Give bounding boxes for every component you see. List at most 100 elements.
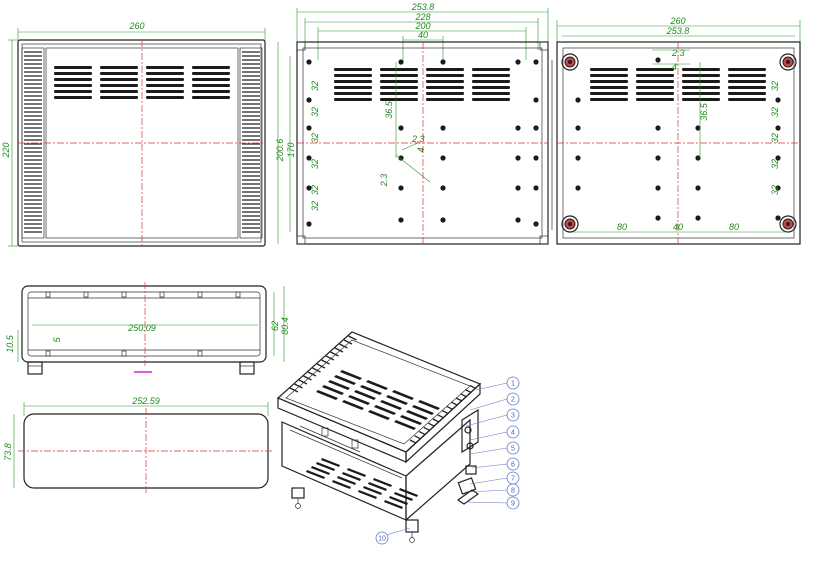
heatsink-fin xyxy=(343,339,353,345)
bottom-vent-slot xyxy=(316,462,335,471)
callout-leader xyxy=(475,382,508,391)
top-pitch-label-3: 32 xyxy=(310,133,320,143)
mounting-hole xyxy=(515,125,521,131)
mounting-hole xyxy=(695,185,701,191)
mounting-hole xyxy=(695,155,701,161)
mounting-hole xyxy=(533,185,539,191)
vent-slot xyxy=(426,86,464,89)
mounting-hole xyxy=(440,125,446,131)
mounting-hole xyxy=(775,185,781,191)
mounting-hole xyxy=(575,125,581,131)
vent-slot xyxy=(54,72,92,75)
bottom-foot-span-right: 80 xyxy=(729,222,739,232)
vent-slot xyxy=(100,72,138,75)
mounting-hole xyxy=(398,59,404,65)
mounting-hole xyxy=(533,125,539,131)
foot-screw xyxy=(568,60,572,64)
mounting-hole xyxy=(655,57,661,63)
heatsink-fin xyxy=(348,335,357,341)
vent-slot xyxy=(146,84,184,87)
vent-slot xyxy=(472,86,510,89)
vent-slot xyxy=(334,80,372,83)
top-pitch-label-4: 32 xyxy=(310,159,320,169)
bottom-vent-slot xyxy=(332,480,351,489)
heatsink-fin xyxy=(298,379,308,385)
bottom-vent-slot xyxy=(342,472,361,481)
vent-slot xyxy=(682,86,720,89)
foot-outline xyxy=(561,215,579,233)
heatsink-fin xyxy=(464,389,472,394)
bottom-pitch-label-4: 32 xyxy=(770,159,780,169)
bottom-pitch-label-1: 32 xyxy=(770,81,780,91)
vent-slot xyxy=(682,74,720,77)
mounting-hole xyxy=(775,215,781,221)
vent-slot xyxy=(636,74,674,77)
vent-slot xyxy=(100,90,138,93)
heatsink-fin xyxy=(432,418,440,423)
vent-slot xyxy=(406,410,428,420)
heatsink-fin xyxy=(441,410,449,415)
bottom-vent-slot xyxy=(389,496,408,505)
bottom-small-b-label: 4 xyxy=(672,62,677,72)
mounting-hole xyxy=(775,97,781,103)
mounting-hole xyxy=(575,97,581,103)
vent-slot xyxy=(146,66,184,69)
vent-slot xyxy=(590,86,628,89)
mounting-hole xyxy=(515,217,521,223)
callout-number: 10 xyxy=(378,536,386,543)
heatsink-fin xyxy=(312,367,321,373)
vent-slot xyxy=(392,390,414,400)
front-view: 260 220 xyxy=(1,21,266,247)
top-pitch-label-1: 32 xyxy=(310,81,320,91)
top-w1-dimension: 228 xyxy=(414,12,430,22)
side-height-b-dimension: 80.4 xyxy=(280,317,290,335)
top-outer-width-dimension: 253.8 xyxy=(411,2,435,12)
vent-slot xyxy=(590,80,628,83)
heatsink-fin xyxy=(339,343,348,349)
mounting-hole xyxy=(655,125,661,131)
front-height-dimension: 220 xyxy=(1,142,11,158)
callout-number: 6 xyxy=(511,462,515,469)
heatsink-fin xyxy=(334,347,344,353)
bottom-vent-slot xyxy=(394,492,413,501)
mounting-hole xyxy=(515,155,521,161)
mounting-hole xyxy=(398,155,404,161)
vent-slot xyxy=(100,96,138,99)
vent-slot xyxy=(426,74,464,77)
callout-leader xyxy=(469,398,508,411)
heatsink-fin xyxy=(409,439,417,444)
heatsink-fin xyxy=(418,431,426,436)
mounting-hole xyxy=(533,221,539,227)
heatsink-fin xyxy=(325,355,335,361)
side-length-dimension: 250.09 xyxy=(127,323,156,333)
mounting-hole xyxy=(775,155,781,161)
mounting-hole xyxy=(440,59,446,65)
vent-slot xyxy=(426,68,464,71)
bottom-vent-slot xyxy=(373,478,392,487)
mounting-hole xyxy=(398,125,404,131)
top-w2-dimension: 200 xyxy=(414,21,430,31)
heatsink-fin xyxy=(460,393,467,398)
vent-slot xyxy=(728,98,766,101)
vent-slot xyxy=(636,68,674,71)
vent-slot xyxy=(334,98,372,101)
vent-slot xyxy=(192,96,230,99)
mounting-hole xyxy=(533,97,539,103)
vent-slot xyxy=(386,395,408,405)
plan-depth-dimension: 73.8 xyxy=(3,443,13,461)
vent-slot xyxy=(54,66,92,69)
mounting-hole xyxy=(440,185,446,191)
mounting-hole xyxy=(575,185,581,191)
vent-slot xyxy=(366,380,388,390)
vent-slot xyxy=(426,98,464,101)
vent-slot xyxy=(192,90,230,93)
bottom-vent-slot xyxy=(358,490,377,499)
bottom-foot-span-left: 80 xyxy=(617,222,627,232)
mounting-hole xyxy=(398,217,404,223)
bottom-inner-width-dimension: 253.8 xyxy=(666,26,690,36)
mounting-hole xyxy=(306,185,312,191)
vent-slot xyxy=(374,405,396,415)
bottom-panel-view: 260 253.8 32 32 32 32 32 36.5 2.3 4 80 4… xyxy=(547,16,801,245)
heatsink-fin xyxy=(316,363,326,369)
callout-leader xyxy=(469,447,508,455)
